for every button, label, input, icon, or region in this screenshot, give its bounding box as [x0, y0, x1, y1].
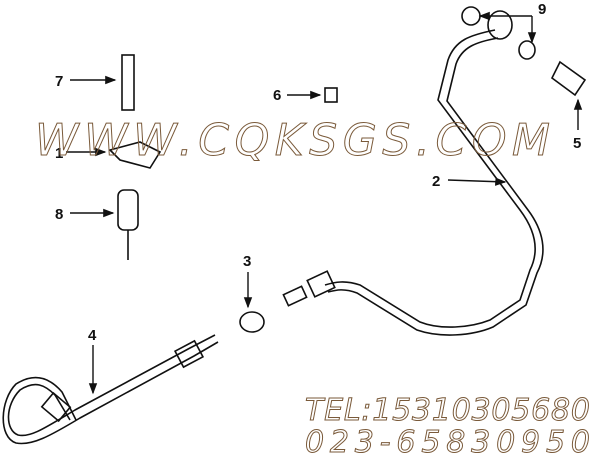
- connector: [282, 285, 308, 307]
- bolt-7: [121, 54, 135, 111]
- fuel-tube-4-inner: [2, 341, 219, 445]
- watermark-site: WWW.CQKSGS.COM: [35, 115, 550, 166]
- fuel-tube-4: [7, 334, 216, 437]
- watermark-phone: 023-65830950: [305, 425, 590, 460]
- clamp-1: [108, 141, 162, 169]
- tube-4-end-nut: [40, 391, 72, 423]
- callout-3: 3: [243, 253, 251, 270]
- sealing-washer-9a: [461, 6, 481, 26]
- callout-4: 4: [88, 327, 97, 344]
- callout-1: 1: [55, 145, 63, 162]
- callout-5: 5: [573, 135, 581, 152]
- callout-2: 2: [432, 173, 440, 190]
- adapter-3: [239, 311, 265, 333]
- banjo-bolt-5: [550, 60, 587, 97]
- spacer-8: [117, 189, 139, 231]
- tube-4-nut: [173, 339, 205, 369]
- plug-6: [324, 87, 338, 103]
- banjo-fitting: [487, 10, 513, 40]
- fuel-tube-2: [324, 29, 536, 328]
- tube-nut: [306, 270, 336, 298]
- callout-8: 8: [55, 206, 63, 223]
- callout-7: 7: [55, 73, 63, 90]
- fuel-tube-2-inner: [327, 37, 544, 336]
- sealing-washer-9b: [518, 40, 536, 60]
- callout-6: 6: [273, 87, 281, 104]
- callout-9: 9: [538, 1, 546, 18]
- watermark-tel: TEL:15310305680: [305, 393, 590, 428]
